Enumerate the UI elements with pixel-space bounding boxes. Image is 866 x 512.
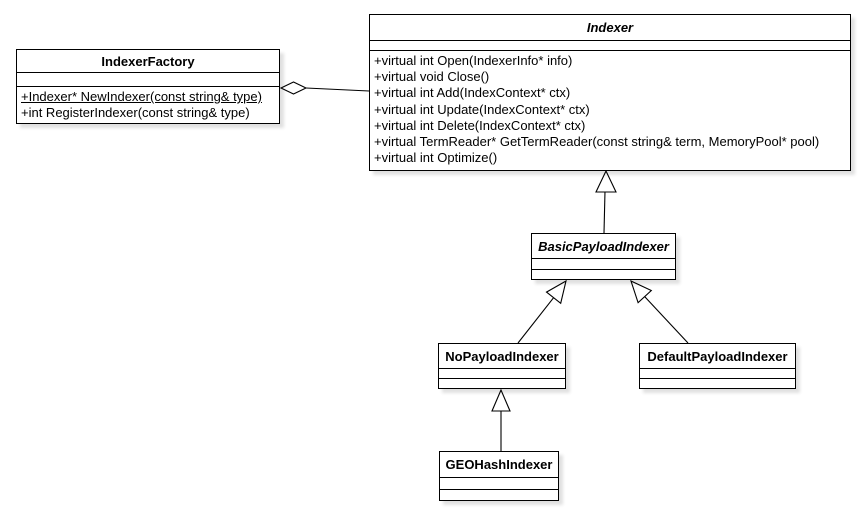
methods-compartment: +virtual int Open(IndexerInfo* info) +vi…: [370, 51, 850, 170]
attributes-compartment: [17, 73, 279, 87]
generalization-triangle-icon: [595, 169, 617, 193]
method-update: +virtual int Update(IndexContext* ctx): [374, 101, 590, 117]
class-nopayloadindexer[interactable]: NoPayloadIndexer: [438, 343, 566, 389]
methods-compartment: [532, 268, 675, 280]
attributes-compartment: [439, 369, 565, 378]
attributes-compartment: [440, 478, 558, 489]
methods-compartment: [440, 488, 558, 501]
generalization-geohash-to-nopayload: [491, 388, 511, 451]
attributes-compartment: [640, 369, 795, 378]
class-title: GEOHashIndexer: [440, 452, 558, 478]
aggregation-diamond-icon: [279, 81, 308, 95]
class-title: DefaultPayloadIndexer: [640, 344, 795, 369]
methods-compartment: [439, 378, 565, 388]
class-defaultpayloadindexer[interactable]: DefaultPayloadIndexer: [639, 343, 796, 389]
class-indexer-factory[interactable]: IndexerFactory +Indexer* NewIndexer(cons…: [16, 49, 280, 124]
method-open: +virtual int Open(IndexerInfo* info): [374, 53, 573, 68]
generalization-nopayload-to-basic: [517, 279, 567, 344]
method-gettermreader: +virtual TermReader* GetTermReader(const…: [374, 134, 820, 150]
attributes-compartment: [532, 259, 675, 269]
generalization-triangle-icon: [630, 279, 653, 304]
attributes-compartment: [370, 41, 850, 51]
method-registerindexer: +int RegisterIndexer(const string& type): [21, 105, 250, 121]
generalization-triangle-icon: [491, 388, 511, 412]
class-indexer[interactable]: Indexer +virtual int Open(IndexerInfo* i…: [369, 14, 851, 171]
method-delete: +virtual int Delete(IndexContext* ctx): [374, 117, 586, 133]
class-title: IndexerFactory: [17, 50, 279, 73]
generalization-default-to-basic: [630, 279, 689, 344]
generalization-basic-to-indexer: [595, 169, 617, 234]
methods-compartment: +Indexer* NewIndexer(const string& type)…: [17, 87, 279, 123]
class-geohashindexer[interactable]: GEOHashIndexer: [439, 451, 559, 501]
class-title: Indexer: [370, 15, 850, 41]
aggregation-indexerfactory-indexer: [279, 81, 370, 95]
method-optimize: +virtual int Optimize(): [374, 150, 498, 166]
class-title: NoPayloadIndexer: [439, 344, 565, 369]
method-newindexer: +Indexer* NewIndexer(const string& type): [21, 89, 262, 104]
method-add: +virtual int Add(IndexContext* ctx): [374, 85, 571, 101]
class-title: BasicPayloadIndexer: [532, 234, 675, 259]
methods-compartment: [640, 378, 795, 388]
generalization-triangle-icon: [545, 279, 567, 305]
method-close: +virtual void Close(): [374, 69, 490, 85]
class-basicpayloadindexer[interactable]: BasicPayloadIndexer: [531, 233, 676, 280]
